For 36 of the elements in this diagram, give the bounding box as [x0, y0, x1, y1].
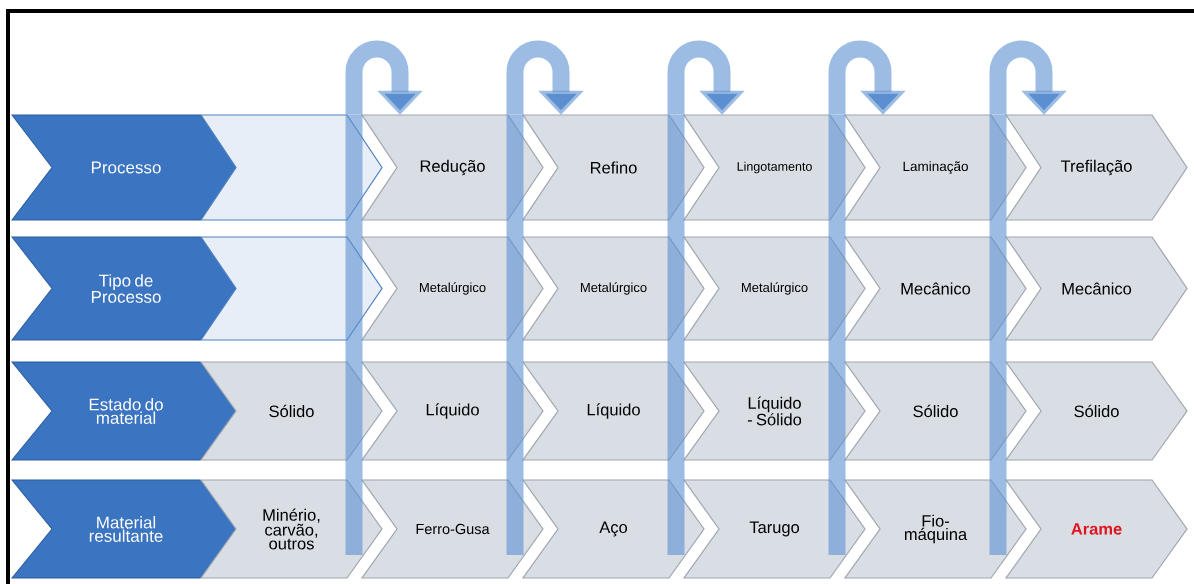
process-step: Sólido [199, 361, 383, 461]
process-step: Metalúrgico [360, 236, 544, 341]
node-label: Minério, carvão, outros [263, 508, 320, 550]
node-label: Fio-máquina [904, 514, 968, 544]
process-step: Aço [521, 479, 705, 579]
process-step: Redução [360, 114, 544, 221]
row-header: Material resultante [11, 479, 241, 579]
row-header: Processo [11, 114, 241, 221]
node-label: Ferro-Gusa [416, 523, 490, 535]
process-step: Líquido [360, 361, 544, 461]
process-step: Sólido [1004, 361, 1188, 461]
process-step: Sólido [843, 361, 1027, 461]
row-header: Tipo de Processo [11, 236, 241, 341]
process-step: Líquido [521, 361, 705, 461]
process-step: Líquido - Sólido [682, 361, 866, 461]
process-step: Mecânico [843, 236, 1027, 341]
u-turn-arrow [667, 40, 745, 115]
process-step: Mecânico [1004, 236, 1188, 341]
process-step: Metalúrgico [682, 236, 866, 341]
u-turn-arrow [506, 40, 584, 115]
node-label: Aço [599, 521, 628, 537]
process-step: Laminação [843, 114, 1027, 221]
process-step: Refino [521, 114, 705, 221]
u-turn-arrow [989, 40, 1067, 115]
u-turn-arrow [345, 40, 423, 115]
process-step: Lingotamento [682, 114, 866, 221]
process-step: Tarugo [682, 479, 866, 579]
process-step: Metalúrgico [521, 236, 705, 341]
node-label: Tarugo [749, 521, 800, 537]
process-step: Ferro-Gusa [360, 479, 544, 579]
row-header: Estado do material [11, 361, 241, 461]
process-step: Arame [1004, 479, 1188, 579]
process-step: Minério, carvão, outros [199, 479, 383, 579]
u-turn-arrow [828, 40, 906, 115]
process-step: Trefilação [1004, 114, 1188, 221]
process-step: Fio-máquina [843, 479, 1027, 579]
